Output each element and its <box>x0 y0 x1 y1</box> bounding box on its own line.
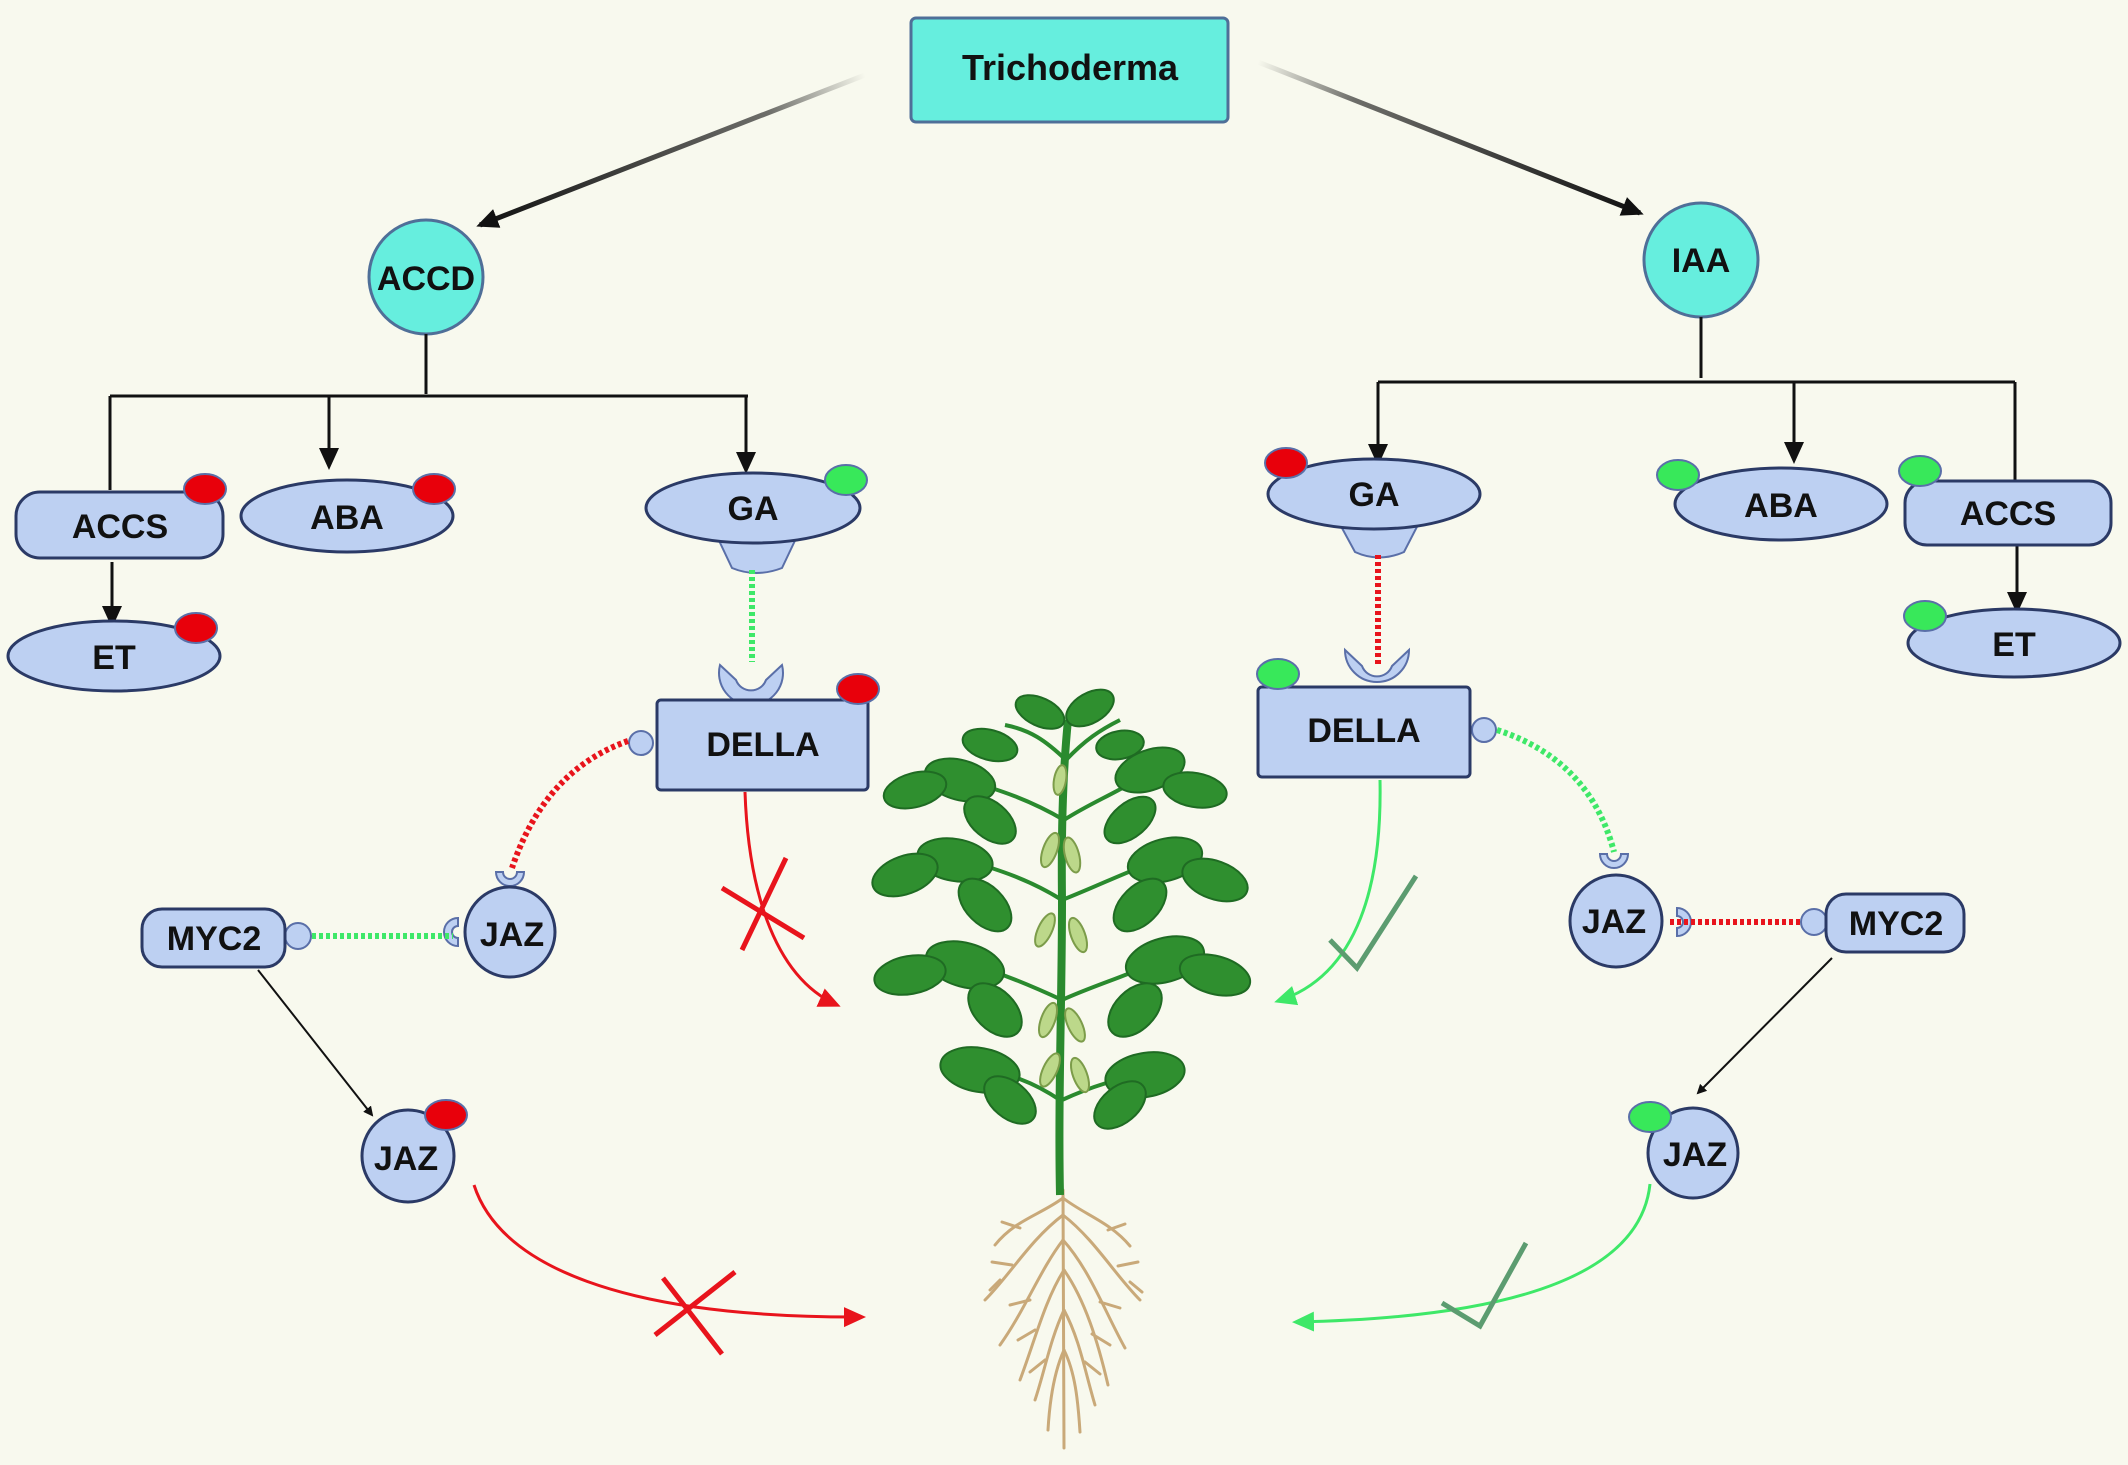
left-et-label: ET <box>92 639 136 677</box>
left-ga-node: GA <box>644 464 868 574</box>
right-della-jaz-interaction <box>1496 727 1617 853</box>
left-et-node: ET <box>6 612 222 693</box>
left-jaz-bound-node: JAZ <box>443 871 557 979</box>
left-della-node: DELLA <box>628 663 880 792</box>
left-della-down-marker <box>836 673 880 705</box>
arrow-trichoderma-to-accd <box>476 72 866 228</box>
left-branch-connectors <box>102 334 756 628</box>
right-della-check-mark <box>1328 874 1419 973</box>
left-aba-down-marker <box>412 473 456 505</box>
right-della-growth-arrow <box>1274 779 1382 1006</box>
left-della-block-x <box>720 856 806 952</box>
left-accs-label: ACCS <box>72 508 168 546</box>
left-jaz-expressed-label: JAZ <box>374 1140 438 1178</box>
soybean-plant-illustration <box>871 688 1252 1450</box>
right-ga-node: GA <box>1264 447 1482 559</box>
right-accs-label: ACCS <box>1960 495 2056 533</box>
right-jaz-expressed-label: JAZ <box>1663 1136 1727 1174</box>
right-myc2-label: MYC2 <box>1849 905 1943 943</box>
plant-pods <box>1034 764 1091 1094</box>
left-aba-label: ABA <box>310 499 384 537</box>
left-aba-node: ABA <box>239 473 456 554</box>
accd-label: ACCD <box>377 260 475 298</box>
right-aba-node: ABA <box>1656 459 1889 542</box>
right-aba-up-marker <box>1656 459 1700 491</box>
right-ga-down-marker <box>1264 447 1308 479</box>
right-accs-node: ACCS <box>1898 455 2113 547</box>
left-jaz-defense-arrow <box>472 1184 866 1328</box>
right-branch-connectors <box>1368 317 2027 614</box>
right-jaz-defense-arrow <box>1292 1183 1652 1332</box>
left-myc2-label: MYC2 <box>167 920 261 958</box>
right-jaz-expressed-node: JAZ <box>1628 1101 1740 1200</box>
left-della-growth-arrow <box>743 791 841 1007</box>
right-myc2-node: MYC2 <box>1800 892 1966 954</box>
right-aba-label: ABA <box>1744 487 1818 525</box>
left-ga-up-marker <box>824 464 868 496</box>
plant-roots <box>983 1188 1144 1450</box>
right-accs-up-marker <box>1898 455 1942 487</box>
right-et-node: ET <box>1903 600 2122 679</box>
left-jaz-expressed-down-marker <box>424 1099 468 1131</box>
arrow-right-myc2-to-jaz <box>1696 957 1833 1095</box>
right-della-up-marker <box>1256 658 1300 690</box>
left-myc2-node: MYC2 <box>140 907 312 969</box>
left-et-down-marker <box>174 612 218 644</box>
right-jaz-bound-label: JAZ <box>1582 903 1646 941</box>
arrow-left-myc2-to-jaz <box>257 969 374 1117</box>
left-jaz-bound-label: JAZ <box>480 916 544 954</box>
right-et-up-marker <box>1903 600 1947 632</box>
right-jaz-check-mark <box>1440 1241 1529 1330</box>
right-et-label: ET <box>1992 626 2036 664</box>
plant-leaves <box>871 688 1252 1130</box>
left-jaz-expressed-node: JAZ <box>360 1099 468 1204</box>
right-jaz-expressed-up-marker <box>1628 1101 1672 1133</box>
iaa-label: IAA <box>1672 242 1731 280</box>
left-jaz-block-x <box>653 1270 737 1356</box>
right-della-node: DELLA <box>1256 647 1497 779</box>
left-della-label: DELLA <box>706 726 819 764</box>
left-della-jaz-interaction <box>509 738 629 869</box>
left-accs-node: ACCS <box>14 473 227 560</box>
trichoderma-label: Trichoderma <box>962 47 1179 88</box>
right-jaz-bound-node: JAZ <box>1568 853 1692 969</box>
left-ga-label: GA <box>728 490 779 528</box>
trichoderma-node: Trichoderma <box>909 16 1230 124</box>
left-accs-down-marker <box>183 473 227 505</box>
right-della-label: DELLA <box>1307 712 1420 750</box>
arrow-trichoderma-to-iaa <box>1257 59 1644 216</box>
right-ga-label: GA <box>1349 476 1400 514</box>
accd-node: ACCD <box>367 218 485 336</box>
iaa-node: IAA <box>1642 201 1760 319</box>
